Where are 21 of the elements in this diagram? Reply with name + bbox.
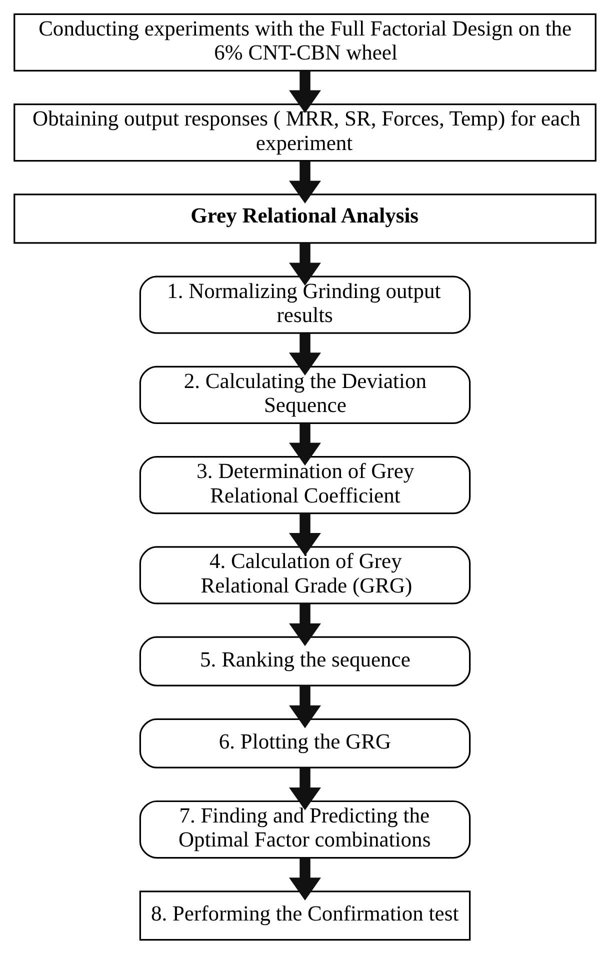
arrow: [289, 514, 321, 556]
arrow: [289, 604, 321, 646]
arrow: [289, 243, 321, 286]
node-box: Conducting experiments with the Full Factorial Design on the 6% CNT-CBN wheel: [14, 13, 596, 72]
node-box: Obtaining output responses ( MRR, SR, Forces, Temp) for each experiment: [14, 104, 596, 162]
node-box: 4. Calculation of Grey Relational Grade (GRG): [139, 546, 471, 604]
node-box: 1. Normalizing Grinding output results: [139, 276, 471, 334]
arrow: [289, 161, 321, 204]
node-box: 6. Plotting the GRG: [139, 718, 471, 768]
node-box: 5. Ranking the sequence: [139, 636, 471, 686]
node-box: 3. Determination of Grey Relational Coefficient: [139, 456, 471, 514]
arrow: [289, 768, 321, 810]
node-box: 8. Performing the Confirmation test: [139, 890, 471, 941]
node-box: 2. Calculating the Deviation Sequence: [139, 366, 471, 424]
node-box: Grey Relational Analysis: [14, 194, 596, 244]
arrow: [289, 333, 321, 376]
node-box: 7. Finding and Predicting the Optimal Factor combinations: [139, 800, 471, 859]
arrow: [289, 686, 321, 728]
arrow: [289, 70, 321, 114]
arrow: [289, 423, 321, 466]
arrow: [289, 858, 321, 900]
